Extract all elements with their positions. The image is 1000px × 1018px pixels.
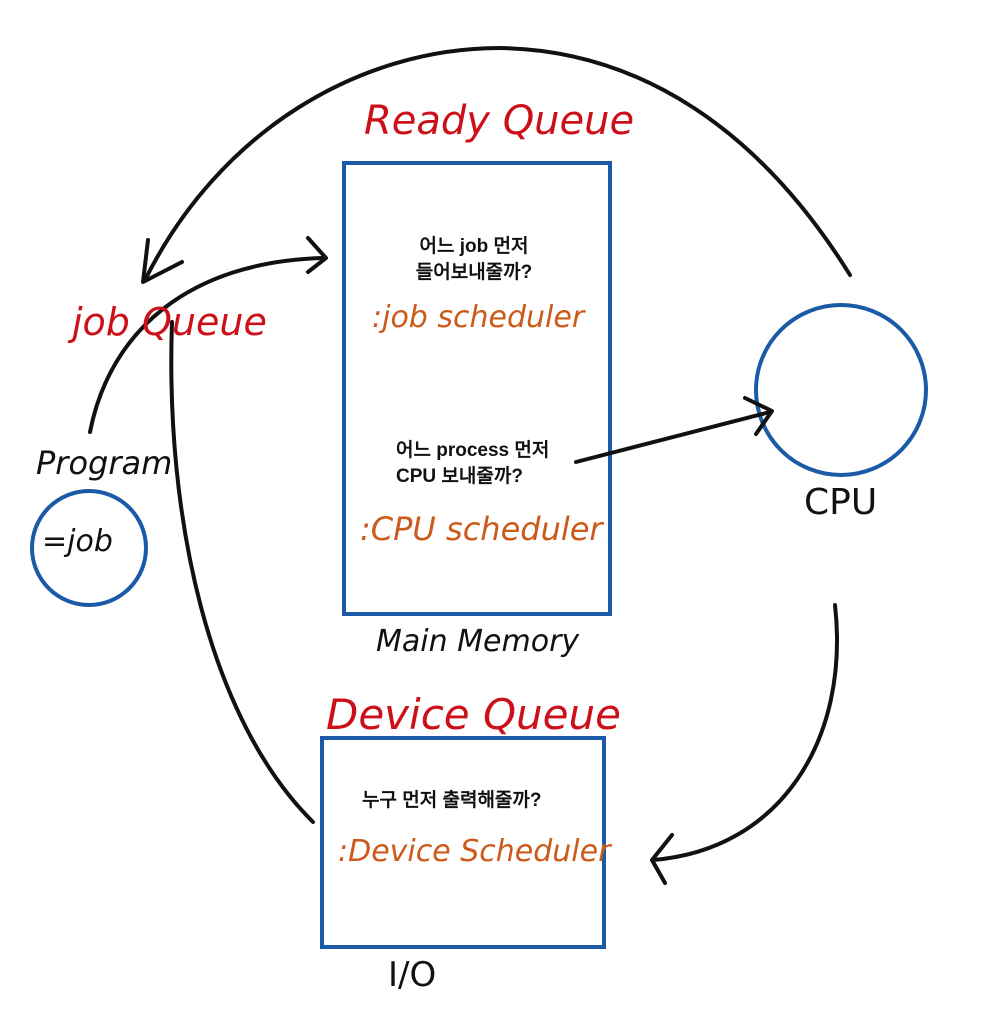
arrowhead-cpu — [743, 396, 774, 436]
device-queue-box — [320, 736, 606, 949]
cpu-question-line1: 어느 process 먼저 — [396, 440, 550, 461]
main-memory-label: Main Memory — [376, 624, 580, 659]
cpu-scheduler-label: :CPU scheduler — [360, 510, 603, 548]
cpu-circle — [754, 303, 928, 477]
arrowhead-ready-queue — [306, 236, 328, 274]
job-question-line2: 들어보내줄까? — [415, 262, 533, 283]
ready-queue-box — [342, 161, 612, 616]
cpu-scheduler-question: 어느 process 먼저 CPU 보내줄까? — [396, 438, 596, 490]
arrow-device-to-job-queue — [169, 320, 315, 824]
program-circle — [30, 489, 148, 607]
program-job-label: =job — [42, 524, 113, 559]
job-scheduler-label: :job scheduler — [372, 300, 585, 335]
io-label: I/O — [388, 955, 437, 995]
arrow-cpu-to-job-queue — [143, 45, 852, 282]
job-question-line1: 어느 job 먼저 — [419, 236, 529, 257]
job-queue-label: job Queue — [72, 300, 267, 344]
arrow-cpu-to-device-queue — [651, 603, 839, 862]
job-scheduler-question: 어느 job 먼저 들어보내줄까? — [384, 234, 564, 286]
arrow-program-to-ready-queue — [88, 256, 324, 434]
device-scheduler-label: :Device Scheduler — [338, 834, 611, 869]
cpu-label: CPU — [804, 482, 878, 523]
program-label: Program — [36, 444, 173, 482]
arrowhead-job-queue — [141, 238, 184, 284]
arrowhead-device-queue — [650, 833, 674, 885]
ready-queue-label: Ready Queue — [364, 98, 635, 144]
device-queue-label: Device Queue — [326, 690, 621, 739]
device-scheduler-question: 누구 먼저 출력해줄까? — [362, 790, 542, 811]
cpu-question-line2: CPU 보내줄까? — [396, 466, 523, 487]
arrow-ready-queue-to-cpu — [574, 410, 772, 464]
